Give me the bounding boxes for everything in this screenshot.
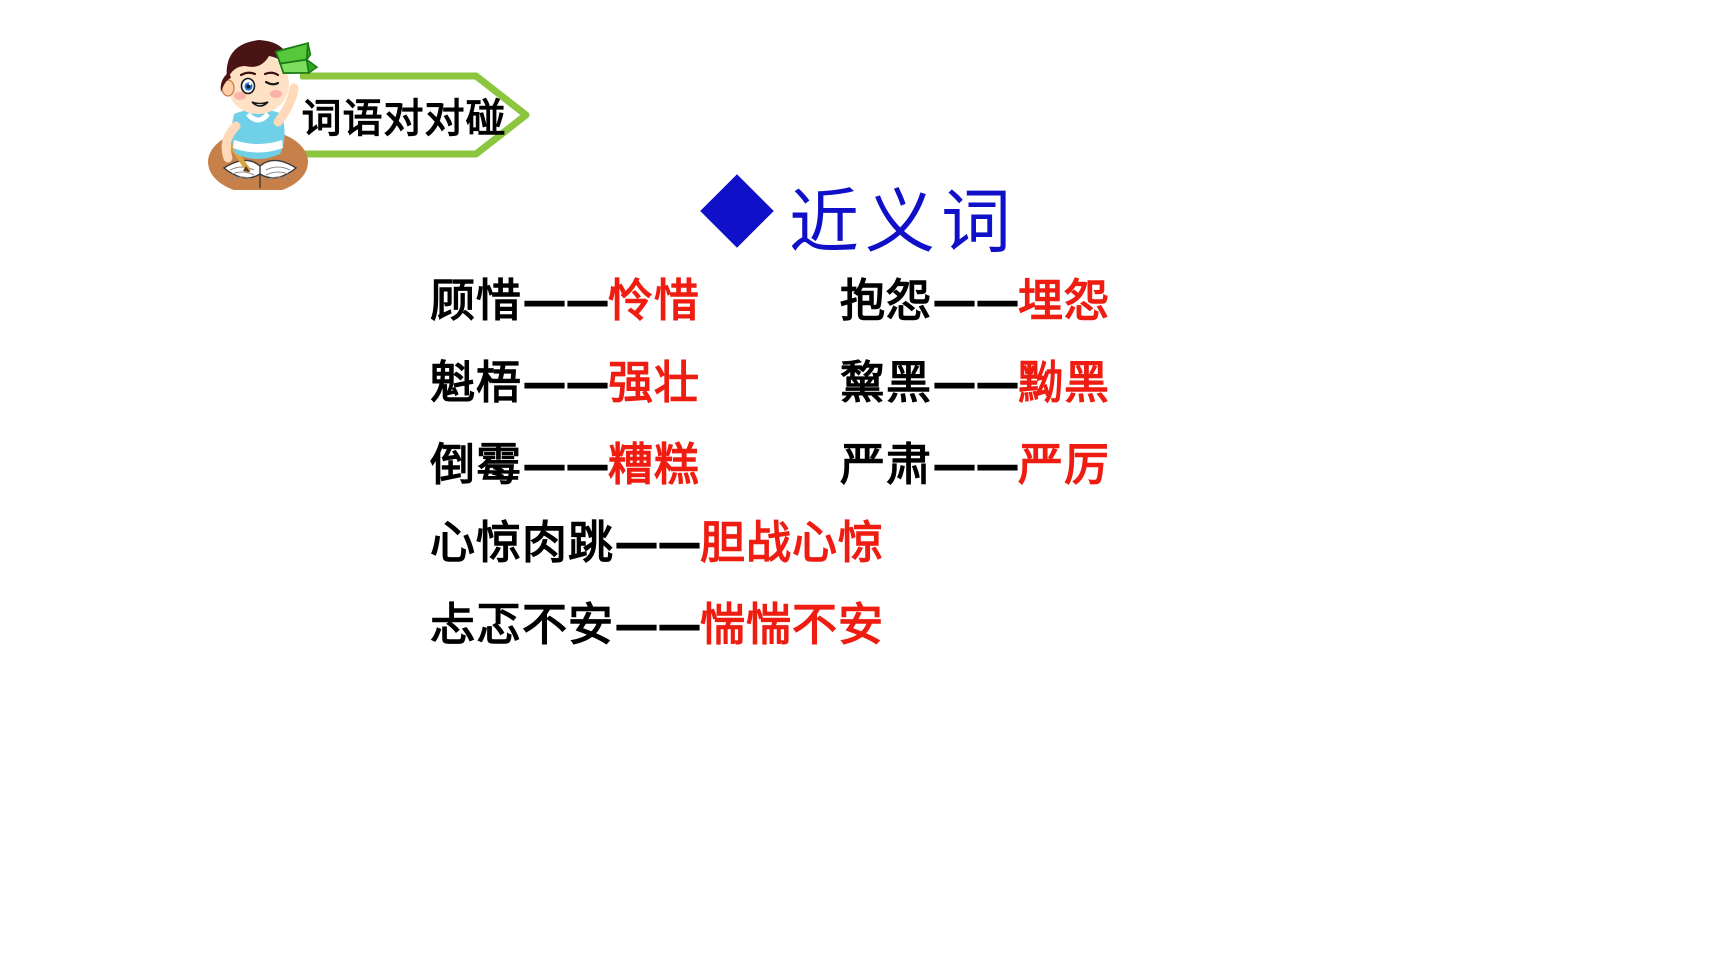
pair-dash: —— bbox=[932, 356, 1020, 409]
word-pair-row: 顾惜——怜惜 bbox=[430, 278, 700, 323]
word-pair-row: 心惊肉跳——胆战心惊 bbox=[430, 520, 884, 565]
pair-dash: —— bbox=[932, 274, 1020, 327]
pair-dash: —— bbox=[614, 598, 702, 651]
target-word: 埋怨 bbox=[1018, 274, 1111, 327]
word-pair-row: 严肃——严厉 bbox=[840, 442, 1110, 487]
pair-dash: —— bbox=[522, 438, 610, 491]
source-word: 严肃 bbox=[840, 438, 933, 491]
target-word: 黝黑 bbox=[1018, 356, 1111, 409]
page-title: 近义词 bbox=[0, 166, 1728, 267]
banner: 词语对对碰 bbox=[196, 22, 556, 190]
word-pair-row: 倒霉——糟糕 bbox=[430, 442, 700, 487]
banner-chevron-shape bbox=[300, 64, 530, 166]
source-word: 魁梧 bbox=[430, 356, 523, 409]
word-pair-row: 魁梧——强壮 bbox=[430, 360, 700, 405]
pair-dash: —— bbox=[932, 438, 1020, 491]
pair-dash: —— bbox=[522, 274, 610, 327]
source-word: 顾惜 bbox=[430, 274, 523, 327]
source-word: 倒霉 bbox=[430, 438, 523, 491]
target-word: 怜惜 bbox=[608, 274, 701, 327]
page-title-text: 近义词 bbox=[789, 181, 1017, 263]
source-word: 抱怨 bbox=[840, 274, 933, 327]
target-word: 胆战心惊 bbox=[700, 516, 885, 569]
target-word: 强壮 bbox=[608, 356, 701, 409]
word-pair-row: 抱怨——埋怨 bbox=[840, 278, 1110, 323]
banner-title: 词语对对碰 bbox=[301, 96, 507, 142]
pair-dash: —— bbox=[614, 516, 702, 569]
source-word: 黧黑 bbox=[840, 356, 933, 409]
word-pair-row: 黧黑——黝黑 bbox=[840, 360, 1110, 405]
source-word: 心惊肉跳 bbox=[430, 516, 615, 569]
target-word: 惴惴不安 bbox=[700, 598, 885, 651]
word-pair-row: 忐忑不安——惴惴不安 bbox=[430, 602, 884, 647]
pair-dash: —— bbox=[522, 356, 610, 409]
blue-diamond-bullet-icon bbox=[700, 173, 774, 248]
source-word: 忐忑不安 bbox=[430, 598, 615, 651]
target-word: 严厉 bbox=[1018, 438, 1111, 491]
boy-with-airplane-icon bbox=[196, 22, 326, 190]
target-word: 糟糕 bbox=[608, 438, 701, 491]
